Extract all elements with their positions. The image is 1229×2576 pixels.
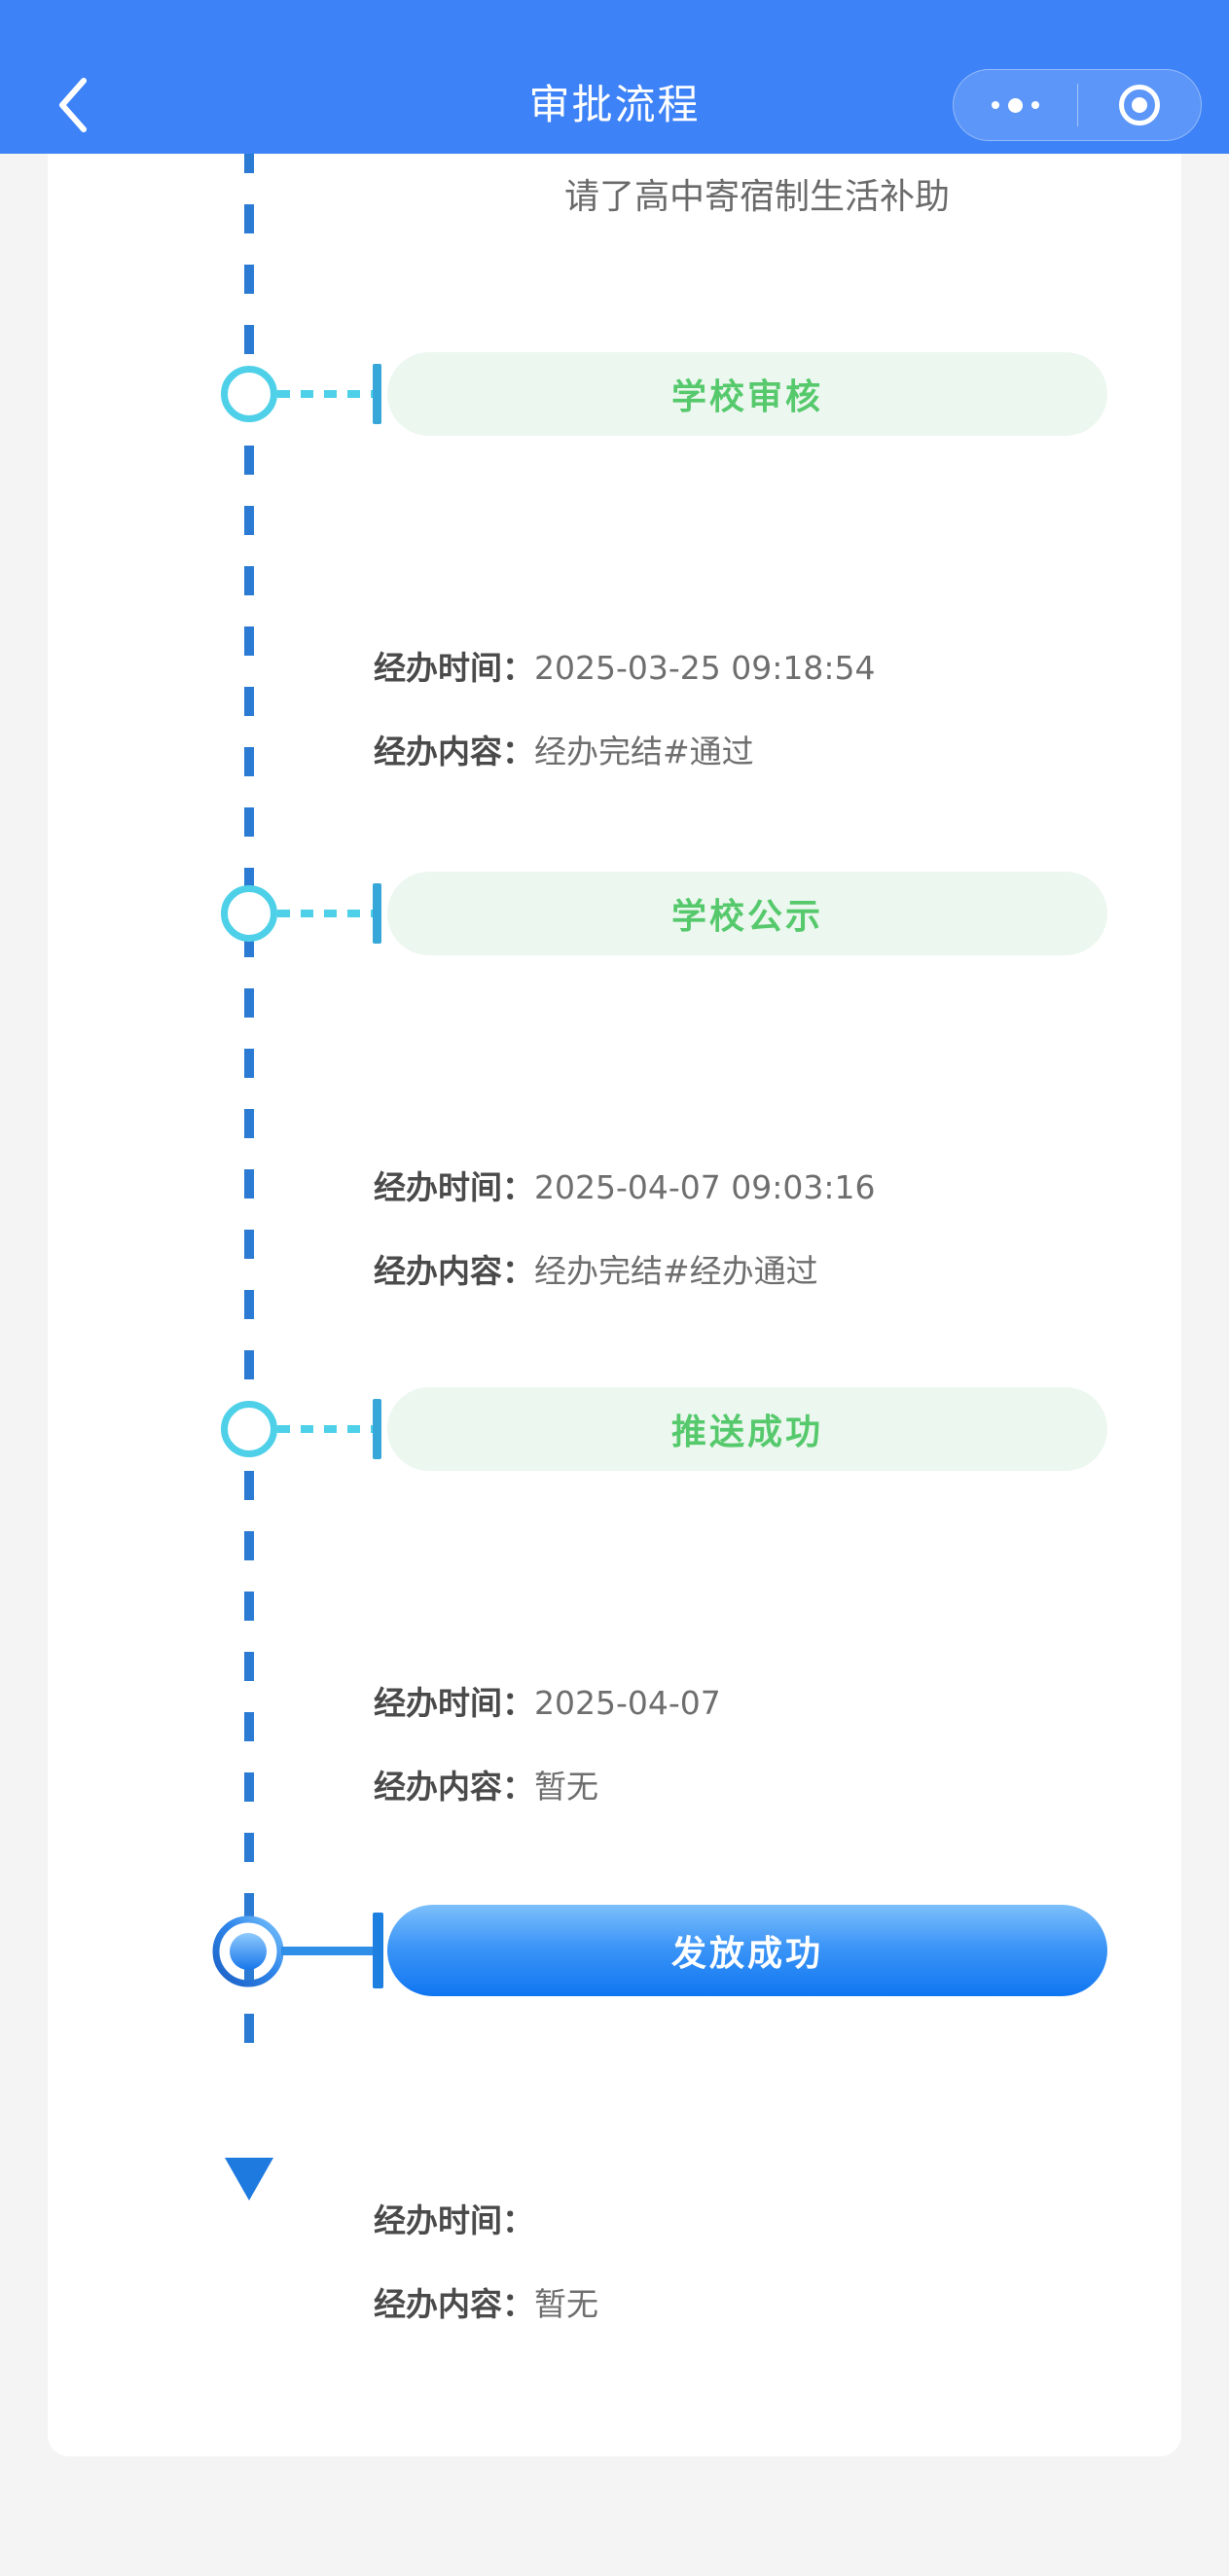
step-time-row: 经办时间： xyxy=(374,2204,534,2236)
step-content-row: 经办内容：经办完结#经办通过 xyxy=(374,1255,818,1287)
chevron-left-icon xyxy=(55,77,89,133)
approval-flow-card: 已通过微信申报 请了高中寄宿制生活补助 学校审核 经办时间：2025-03-25… xyxy=(48,154,1181,2456)
clipped-description-line2: 请了高中寄宿制生活补助 xyxy=(563,177,950,217)
capsule-menu-button[interactable] xyxy=(954,70,1077,140)
capsule-divider xyxy=(1076,84,1078,126)
step-tick xyxy=(373,883,381,944)
timeline xyxy=(48,154,1181,2456)
step-content-value: 经办完结#通过 xyxy=(534,733,754,770)
step-content-value: 暂无 xyxy=(534,2285,598,2323)
step-tick-current xyxy=(373,1913,383,1988)
step-tick xyxy=(373,1399,381,1459)
timeline-dashed-track xyxy=(244,154,254,2060)
step-marker-icon xyxy=(221,885,277,942)
step-content-row: 经办内容：暂无 xyxy=(374,2288,598,2320)
step-connector xyxy=(277,1425,375,1433)
clipped-description-line1: 已通过微信申报 xyxy=(387,154,1127,167)
wechat-capsule-bar xyxy=(953,69,1202,141)
clipped-description: 已通过微信申报 请了高中寄宿制生活补助 xyxy=(387,154,1127,228)
step-time-label: 经办时间： xyxy=(374,1168,534,1206)
capsule-close-button[interactable] xyxy=(1078,70,1202,140)
step-marker-icon xyxy=(221,1401,277,1457)
step-time-row: 经办时间：2025-04-07 09:03:16 xyxy=(374,1171,875,1203)
step-title-badge[interactable]: 推送成功 xyxy=(387,1387,1107,1471)
step-content-value: 经办完结#经办通过 xyxy=(534,1252,818,1290)
step-time-label: 经办时间： xyxy=(374,2201,534,2239)
step-title-badge[interactable]: 学校公示 xyxy=(387,872,1107,955)
navigation-bar: 审批流程 xyxy=(0,0,1229,154)
step-content-label: 经办内容： xyxy=(374,733,534,770)
target-circle-icon xyxy=(1118,85,1160,125)
more-dots-icon xyxy=(991,97,1039,113)
step-time-label: 经办时间： xyxy=(374,649,534,687)
step-content-row: 经办内容：暂无 xyxy=(374,1771,598,1803)
step-tick xyxy=(373,364,381,424)
navigation-bar-inner: 审批流程 xyxy=(0,56,1229,154)
step-content-label: 经办内容： xyxy=(374,1252,534,1290)
step-content-label: 经办内容： xyxy=(374,2285,534,2323)
step-title-badge[interactable]: 学校审核 xyxy=(387,352,1107,436)
step-title-badge-current[interactable]: 发放成功 xyxy=(387,1905,1107,1996)
timeline-arrow-icon xyxy=(225,2158,273,2200)
step-content-value: 暂无 xyxy=(534,1768,598,1806)
step-connector xyxy=(277,910,375,917)
step-time-value: 2025-04-07 09:03:16 xyxy=(534,1168,876,1206)
page-title: 审批流程 xyxy=(528,81,701,128)
step-time-value: 2025-03-25 09:18:54 xyxy=(534,649,876,687)
step-connector xyxy=(277,390,375,398)
step-marker-current-icon xyxy=(211,1914,285,1988)
back-button[interactable] xyxy=(37,70,107,140)
step-content-row: 经办内容：经办完结#通过 xyxy=(374,735,754,768)
step-time-row: 经办时间：2025-04-07 xyxy=(374,1687,721,1719)
step-time-label: 经办时间： xyxy=(374,1684,534,1722)
step-time-row: 经办时间：2025-03-25 09:18:54 xyxy=(374,652,875,684)
step-time-value: 2025-04-07 xyxy=(534,1684,721,1722)
step-connector-current xyxy=(281,1947,379,1955)
step-content-label: 经办内容： xyxy=(374,1768,534,1806)
step-marker-icon xyxy=(221,366,277,422)
